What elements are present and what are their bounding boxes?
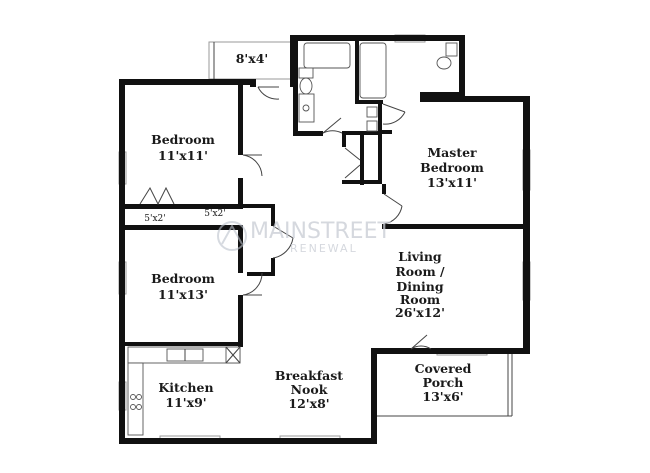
bedroom-w-name: Bedroom <box>151 271 215 286</box>
living-line1: Living <box>398 249 442 264</box>
porch-line2: Porch <box>423 375 464 390</box>
bedroom-w-dim: 11'x13' <box>158 287 208 302</box>
doors <box>139 86 432 350</box>
closet-nw-dim: 5'x2' <box>144 214 165 224</box>
room-labels: 8'x4' Bedroom 11'x11' 5'x2' 5'x2' Bedroo… <box>144 51 484 411</box>
bedroom-nw-name: Bedroom <box>151 132 215 147</box>
nook-dim: 12'x8' <box>288 396 329 411</box>
fixtures <box>127 42 458 436</box>
walls <box>119 35 530 444</box>
bedroom-nw-dim: 11'x11' <box>158 148 208 163</box>
living-line4: Room <box>400 292 440 307</box>
closet-hall-dim: 5'x2' <box>204 209 225 219</box>
bathtub <box>359 42 387 99</box>
dryer <box>366 120 378 132</box>
balcony <box>208 41 294 80</box>
watermark: MAINSTREET RENEWAL <box>217 219 391 255</box>
living-line3: Dining <box>396 279 444 294</box>
living-line2: Room / <box>395 264 445 279</box>
master-dim: 13'x11' <box>427 175 477 190</box>
bathtub <box>303 42 351 69</box>
toilet <box>298 67 314 79</box>
nook-line1: Breakfast <box>275 368 343 383</box>
nook-line2: Nook <box>291 382 328 397</box>
porch-line1: Covered <box>415 361 472 376</box>
kitchen-dim: 11'x9' <box>165 395 206 410</box>
watermark-line1: MAINSTREET <box>250 219 391 244</box>
stove-burner <box>130 394 136 400</box>
porch-dim: 13'x6' <box>422 389 463 404</box>
balcony-dim: 8'x4' <box>236 51 269 66</box>
watermark-line2: RENEWAL <box>290 242 358 255</box>
kitchen-name: Kitchen <box>158 380 213 395</box>
master-name-1: Master <box>427 145 477 160</box>
toilet <box>445 42 458 57</box>
washer <box>366 106 378 118</box>
master-name-2: Bedroom <box>420 160 484 175</box>
living-dim: 26'x12' <box>395 305 445 320</box>
